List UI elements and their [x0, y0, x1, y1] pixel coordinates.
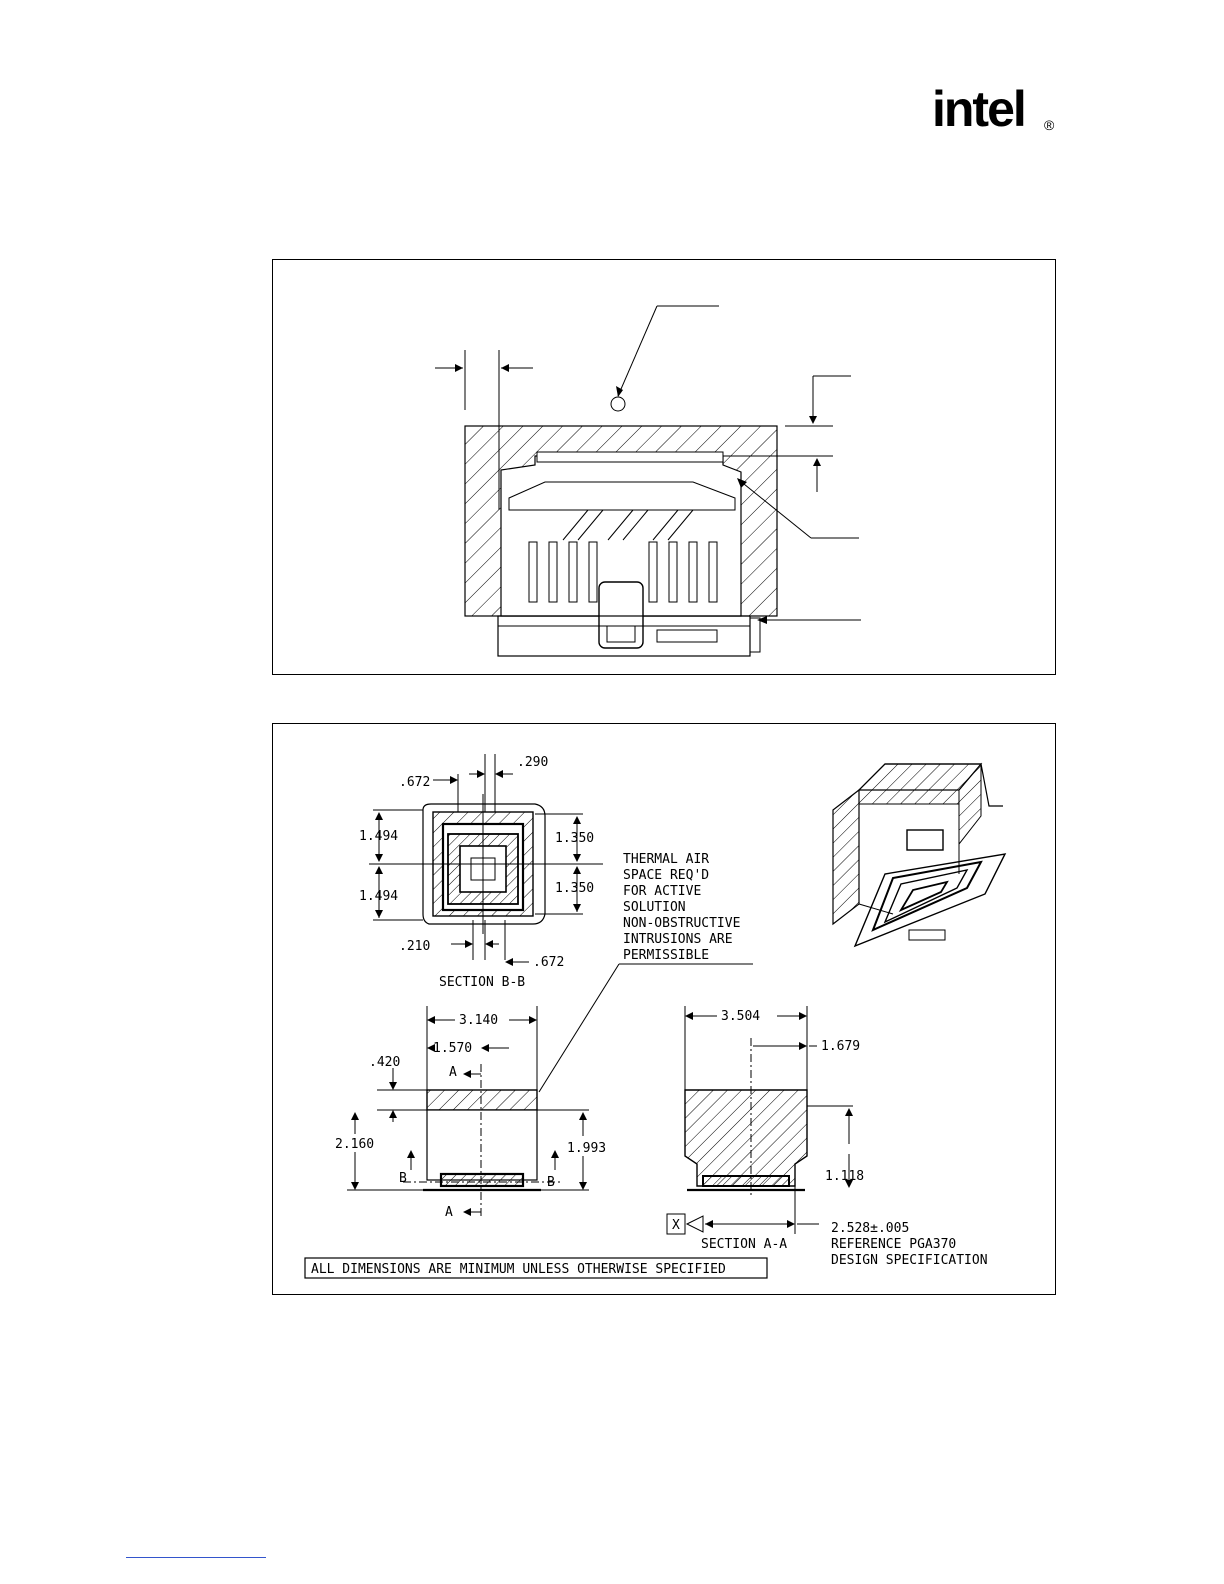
dim-1494-a: 1.494: [359, 829, 398, 844]
ref-line-2: DESIGN SPECIFICATION: [831, 1253, 988, 1268]
note-line: SOLUTION: [623, 900, 686, 915]
dim-672-top: .672: [399, 775, 430, 790]
note-line: PERMISSIBLE: [623, 948, 709, 963]
keepout-side-view-figure: [272, 259, 1056, 675]
note-line: SPACE REQ'D: [623, 868, 709, 883]
registered-mark: ®: [1044, 117, 1055, 133]
callout-ball: [610, 396, 626, 412]
footer-link-underline: [126, 1557, 266, 1558]
cut-b-left: B: [399, 1171, 407, 1186]
keepout-side-view-drawing: [435, 305, 861, 657]
note-line: THERMAL AIR: [623, 852, 709, 867]
dim-1350-b: 1.350: [555, 881, 594, 896]
section-bb-label: SECTION B-B: [439, 975, 525, 990]
dim-210: .210: [399, 939, 430, 954]
cut-a-bottom: A: [445, 1205, 453, 1220]
keepout-dimension-drawing: .672 .290 1.494 1.494 1.350 1.350 .210: [304, 754, 1007, 1279]
dim-1679: 1.679: [821, 1039, 860, 1054]
note-line: NON-OBSTRUCTIVE: [623, 916, 740, 931]
datum-x-box: [666, 1213, 686, 1235]
dim-290: .290: [517, 755, 548, 770]
dim-1993: 1.993: [567, 1141, 606, 1156]
thermal-note: THERMAL AIR SPACE REQ'D FOR ACTIVE SOLUT…: [538, 852, 753, 1093]
dim-1118: 1.118: [825, 1169, 864, 1184]
isometric-view: [832, 762, 1007, 948]
keepout-dimension-figure: .672 .290 1.494 1.494 1.350 1.350 .210: [272, 723, 1056, 1295]
cut-a-top: A: [449, 1065, 457, 1080]
intel-logo: intel ®: [932, 81, 1055, 137]
datum-x: X: [672, 1218, 680, 1233]
cut-b-right: B: [547, 1175, 555, 1190]
note-line: FOR ACTIVE: [623, 884, 701, 899]
intel-logo-wordmark: intel: [932, 81, 1025, 137]
dim-3140: 3.140: [459, 1013, 498, 1028]
ref-line-1: REFERENCE PGA370: [831, 1237, 956, 1252]
dim-2160: 2.160: [335, 1137, 374, 1152]
dim-1494-b: 1.494: [359, 889, 398, 904]
note-line: INTRUSIONS ARE: [623, 932, 733, 947]
section-aa-label: SECTION A-A: [701, 1237, 787, 1252]
footer-note: ALL DIMENSIONS ARE MINIMUM UNLESS OTHERW…: [311, 1262, 726, 1277]
dim-672-bottom: .672: [533, 955, 564, 970]
dim-3504: 3.504: [721, 1009, 760, 1024]
dim-420: .420: [369, 1055, 400, 1070]
section-bb-view: .672 .290 1.494 1.494 1.350 1.350 .210: [359, 754, 603, 990]
dim-1570: 1.570: [433, 1041, 472, 1056]
front-view: A A B B 3.140 1.570 .420: [335, 1006, 606, 1220]
section-aa-view: 3.504 1.679 1.118 X 2.528±.005 REFERENCE…: [666, 1006, 988, 1268]
dim-1350-a: 1.350: [555, 831, 594, 846]
footer-note-box: [304, 1257, 768, 1279]
dim-2528: 2.528±.005: [831, 1221, 909, 1236]
